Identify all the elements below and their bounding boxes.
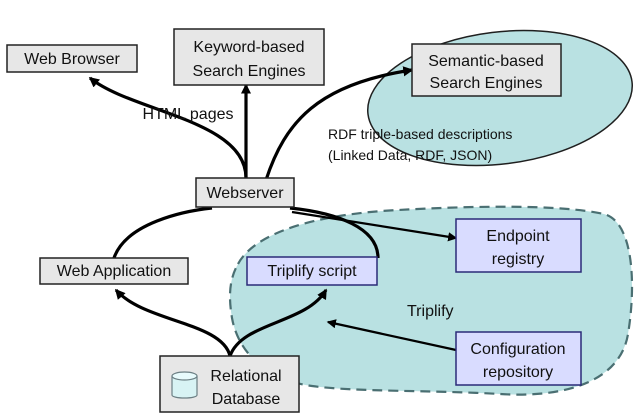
- arrow-database-to-triplify-script: [228, 288, 328, 357]
- configuration-repository-line-2: repository: [483, 364, 553, 381]
- semantic-search-line-2: Search Engines: [430, 75, 543, 92]
- keyword-search-line-1: Keyword-based: [193, 39, 304, 56]
- endpoint-registry-line-2: registry: [492, 251, 544, 268]
- arrow-webserver-to-semantic-search: [264, 66, 414, 181]
- configuration-repository-line-1: Configuration: [470, 341, 565, 358]
- connector-triplify-to-webserver: [289, 206, 380, 259]
- triplify-script-node: Triplify script: [246, 256, 378, 286]
- triplify-script-label: Triplify script: [267, 263, 357, 280]
- html-pages-label: HTML pages: [143, 106, 234, 123]
- triplify-region-label: Triplify: [407, 303, 454, 320]
- semantic-search-line-1: Semantic-based: [428, 53, 544, 70]
- keyword-search-engines-node: Keyword-based Search Engines: [173, 28, 325, 86]
- web-application-node: Web Application: [39, 257, 189, 285]
- web-application-label: Web Application: [57, 263, 171, 280]
- webserver-label: Webserver: [206, 185, 284, 202]
- arrow-webserver-to-endpoint-registry: [291, 210, 458, 242]
- arrow-configuration-to-triplify: [326, 319, 457, 352]
- web-browser-label: Web Browser: [24, 51, 120, 68]
- webserver-node: Webserver: [195, 177, 295, 208]
- arrow-database-to-web-application: [114, 288, 232, 357]
- rdf-descriptions-line-1: RDF triple-based descriptions: [328, 126, 512, 142]
- web-browser-node: Web Browser: [6, 44, 138, 73]
- connector-web-application-to-webserver: [112, 206, 213, 259]
- database-icon: [171, 371, 198, 399]
- relational-database-line-2: Database: [212, 391, 281, 408]
- endpoint-registry-node: Endpoint registry: [455, 218, 582, 273]
- endpoint-registry-line-1: Endpoint: [486, 228, 550, 245]
- relational-database-node: Relational Database: [159, 355, 300, 413]
- rdf-descriptions-line-2: (Linked Data, RDF, JSON): [328, 147, 492, 163]
- relational-database-line-1: Relational: [210, 368, 281, 385]
- keyword-search-line-2: Search Engines: [193, 63, 306, 80]
- arrow-webserver-to-web-browser: [88, 76, 248, 179]
- configuration-repository-node: Configuration repository: [455, 331, 582, 386]
- semantic-search-engines-node: Semantic-based Search Engines: [411, 43, 562, 97]
